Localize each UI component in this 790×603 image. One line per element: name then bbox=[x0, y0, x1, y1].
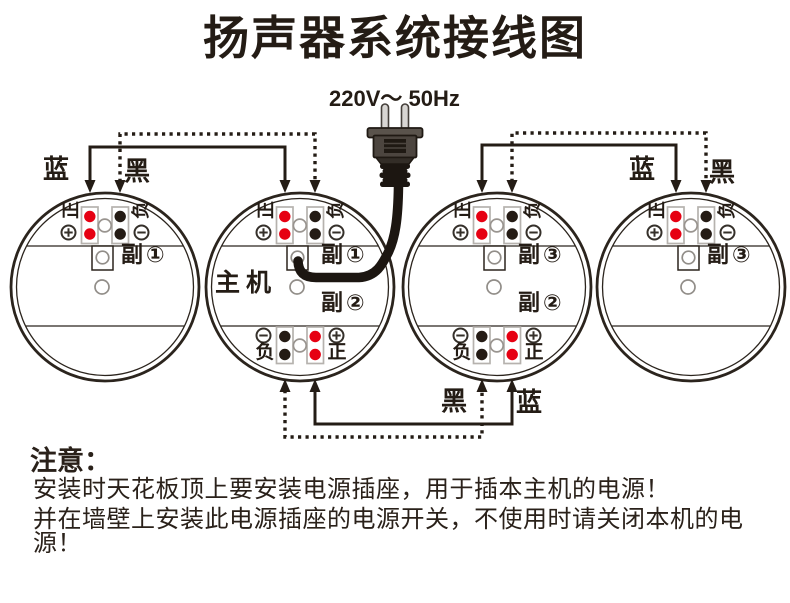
speaker-4-sub-label: 副③ bbox=[707, 242, 754, 267]
main-unit-sub1-label: 副① bbox=[321, 242, 368, 267]
main-unit-sub2-label: 副② bbox=[321, 290, 368, 315]
blue-wire-bottom bbox=[313, 390, 514, 426]
black-wire-bottom bbox=[283, 390, 484, 439]
wire-label-blue: 蓝 bbox=[629, 154, 656, 184]
speaker-3-sub-label: 副③ bbox=[518, 242, 565, 267]
wire-label-blue: 蓝 bbox=[516, 387, 543, 417]
speaker-3-bottom-neg-label: 负 bbox=[452, 342, 472, 363]
page-title: 扬声器系统接线图 bbox=[203, 12, 587, 64]
note-line-1: 安装时天花板顶上要安装电源插座，用于插本主机的电源！ bbox=[33, 476, 670, 503]
power-spec-label: 220V～ 50Hz bbox=[329, 86, 460, 111]
note-heading: 注意： bbox=[30, 446, 111, 476]
main-unit-label: 主机 bbox=[215, 269, 278, 297]
speaker-1-sub-label: 副① bbox=[121, 242, 168, 267]
black-wire-top-right bbox=[510, 131, 708, 182]
main-unit-pos-label: 正 bbox=[256, 201, 276, 219]
plug-grille bbox=[384, 139, 406, 153]
speaker-4-neg-label: 负 bbox=[717, 201, 737, 219]
wire-label-blue: 蓝 bbox=[43, 154, 70, 184]
power-plug-icon bbox=[293, 103, 424, 283]
speaker-4-body bbox=[597, 193, 785, 381]
speaker-1-body bbox=[11, 193, 199, 381]
main-unit-bottom-pos-label: 正 bbox=[327, 342, 347, 363]
black-wire-top-left bbox=[118, 132, 317, 182]
speaker-1-neg-label: 负 bbox=[131, 201, 151, 219]
note-line-2: 并在墙壁上安装此电源插座的电源开关，不使用时请关闭本机的电源！ bbox=[33, 506, 744, 557]
blue-wire-top-left bbox=[88, 145, 287, 182]
blue-wire-top-right bbox=[480, 143, 678, 182]
speaker-3-neg-label: 负 bbox=[523, 201, 543, 219]
main-unit-neg-label: 负 bbox=[326, 201, 346, 219]
speaker-3-sub2-label: 副② bbox=[518, 290, 565, 315]
speaker-3-bottom-pos-label: 正 bbox=[524, 342, 544, 363]
plug-taper bbox=[374, 156, 416, 165]
power-cable bbox=[293, 181, 404, 283]
main-unit-bottom-neg-label: 负 bbox=[255, 342, 275, 363]
speaker-1-pos-label: 正 bbox=[61, 201, 81, 219]
wire-label-black: 黑 bbox=[709, 157, 736, 187]
wire-label-black: 黑 bbox=[124, 156, 151, 186]
speaker-3-body bbox=[403, 193, 591, 381]
wire-arrowheads bbox=[84, 180, 712, 392]
wire-label-black: 黑 bbox=[441, 386, 468, 416]
speaker-4-pos-label: 正 bbox=[647, 201, 667, 219]
speaker-3-pos-label: 正 bbox=[453, 201, 473, 219]
